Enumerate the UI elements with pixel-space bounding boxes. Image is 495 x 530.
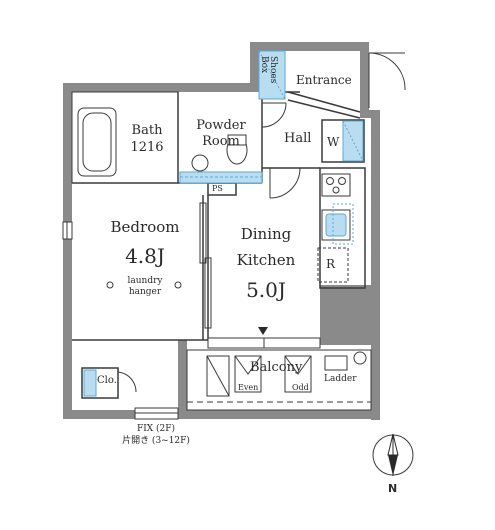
ps-label: PS: [212, 184, 223, 193]
closet-fill: [83, 369, 97, 397]
bedroom-bottom-window: [134, 407, 179, 420]
dk-size: 5.0J: [246, 278, 286, 302]
powder-door: [261, 102, 287, 128]
powder-fixtures: [179, 134, 263, 184]
compass-icon: [372, 433, 414, 476]
balcony-fixtures: [186, 349, 372, 411]
bedroom-door: [199, 202, 212, 329]
balcony-window: [207, 337, 321, 349]
hall-label: Hall: [284, 131, 312, 146]
balcony-label: Balcony: [250, 360, 303, 375]
closet-label: Clo.: [97, 375, 117, 386]
entrance-door: [368, 52, 406, 108]
bedroom-size: 4.8J: [125, 244, 165, 268]
odd-label: Odd: [292, 383, 309, 392]
laundry-hanger-marks: [106, 281, 182, 289]
kitchen-sink: [321, 203, 354, 245]
washer-box: [342, 120, 364, 162]
refrigerator-label: R: [326, 257, 336, 271]
washer-label: W: [327, 135, 340, 149]
dk-door: [269, 167, 301, 199]
compass-label: N: [388, 482, 398, 495]
entry-marker: [258, 327, 268, 335]
left-window: [62, 221, 73, 240]
window-note: FIX (2F)片開き (3~12F): [122, 424, 190, 446]
bedroom-label: Bedroom: [110, 218, 180, 236]
refrigerator-box: [317, 247, 349, 283]
even-label: Even: [238, 383, 259, 392]
closet-door: [117, 371, 137, 393]
entrance-label: Entrance: [296, 73, 352, 87]
shoes-box: [258, 50, 286, 100]
outer-walls: [63, 42, 380, 420]
bathtub: [71, 91, 179, 184]
stove: [321, 173, 351, 197]
ladder-label: Ladder: [324, 374, 357, 384]
